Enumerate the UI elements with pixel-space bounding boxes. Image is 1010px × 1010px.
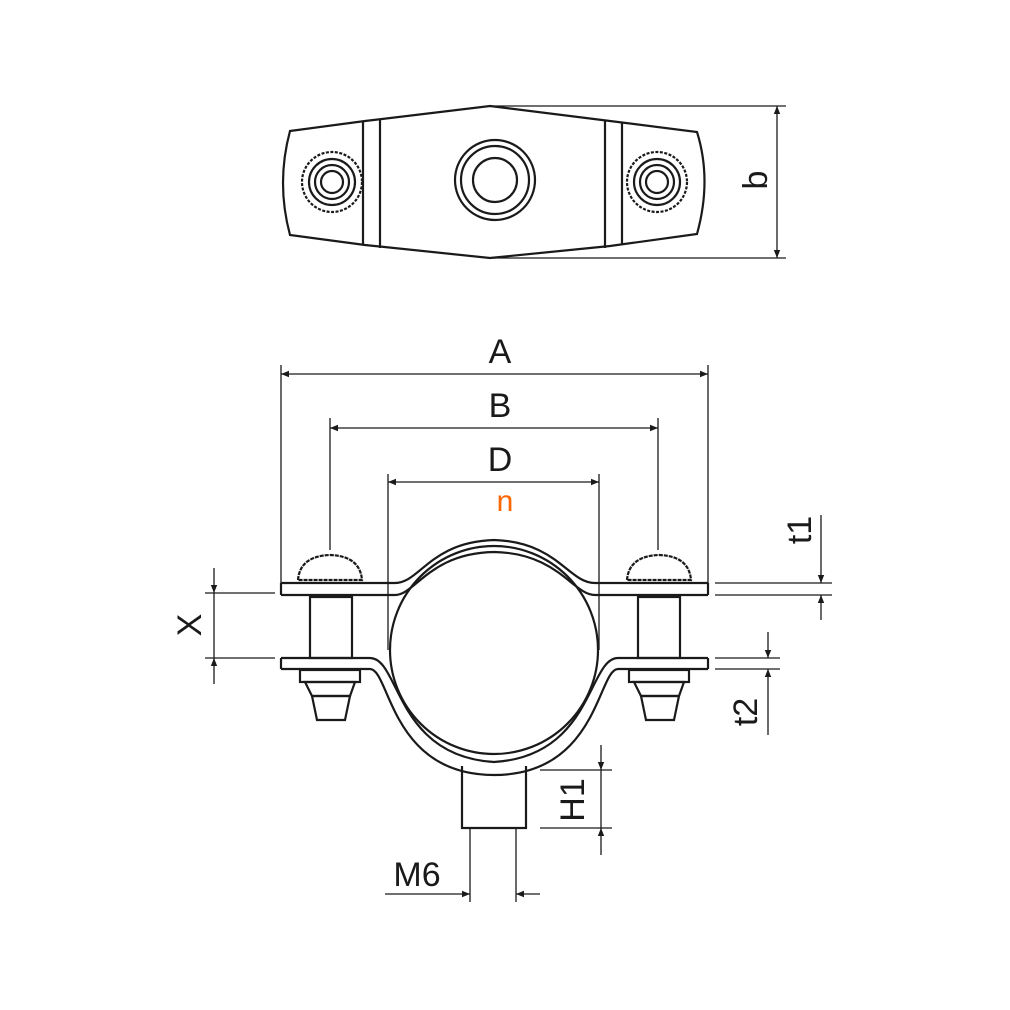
label-B: B — [489, 387, 512, 425]
dimension-X: X — [171, 568, 275, 684]
label-n: n — [497, 485, 514, 518]
dimension-D: D — [387, 441, 600, 650]
dimension-B: B — [329, 387, 659, 550]
label-A: A — [489, 333, 512, 371]
center-nut-top — [453, 138, 537, 222]
label-M6: M6 — [393, 856, 440, 894]
dimension-M6: M6 — [385, 856, 540, 898]
dimension-A: A — [280, 333, 709, 590]
label-X: X — [171, 614, 209, 637]
right-screw — [625, 553, 693, 722]
right-screw-top — [625, 150, 689, 214]
bottom-stud — [460, 766, 528, 902]
top-view: b — [281, 104, 786, 260]
dimension-H1: H1 — [540, 745, 612, 855]
label-H1: H1 — [554, 778, 592, 821]
left-screw — [296, 553, 364, 722]
label-t1: t1 — [781, 516, 819, 544]
left-screw-top — [300, 150, 364, 214]
dimension-t2: t2 — [715, 632, 780, 735]
dimension-b: b — [490, 105, 786, 259]
label-b: b — [737, 171, 775, 190]
dimension-t1: t1 — [715, 515, 832, 620]
top-view-outline — [281, 104, 706, 260]
label-D: D — [488, 441, 513, 479]
pipe-circle — [388, 544, 600, 756]
upper-strap — [279, 538, 710, 597]
label-t2: t2 — [727, 698, 765, 726]
lower-strap — [279, 656, 710, 777]
